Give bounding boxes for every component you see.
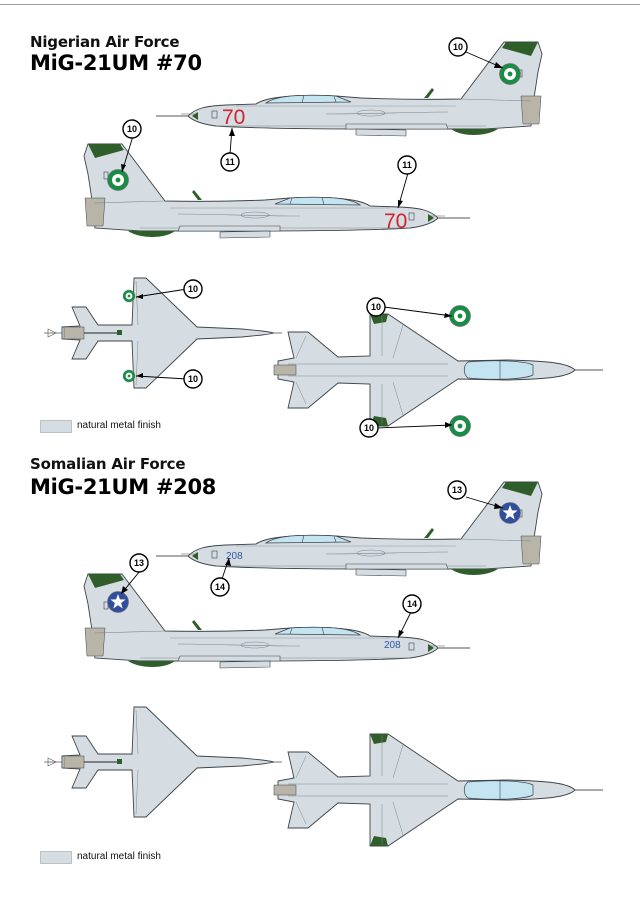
nigeria-roundel-icon bbox=[122, 289, 136, 303]
serial-marking: 208 bbox=[384, 640, 401, 651]
callout-number: 10 bbox=[188, 284, 198, 294]
top-rule bbox=[0, 4, 640, 5]
nigeria-side-view-left: 70 bbox=[83, 143, 471, 239]
nigeria-roundel-icon bbox=[449, 415, 471, 437]
callout-number: 14 bbox=[407, 599, 417, 609]
nigeria-top-view bbox=[43, 277, 283, 389]
somalia-side-view-left: 208 bbox=[83, 573, 471, 669]
serial-marking: 70 bbox=[222, 106, 245, 129]
callout-marker-roundel: 10 bbox=[122, 119, 142, 139]
callout-marker-roundel: 10 bbox=[359, 418, 379, 438]
somalia-star-roundel-icon bbox=[107, 591, 129, 613]
somalia-side-view-right: 208 bbox=[155, 481, 543, 577]
legend-swatch bbox=[40, 851, 72, 864]
callout-marker-serial: 11 bbox=[397, 155, 417, 175]
legend-label: natural metal finish bbox=[77, 851, 161, 862]
callout-marker-serial: 14 bbox=[402, 594, 422, 614]
nigeria-roundel-icon bbox=[107, 169, 129, 191]
callout-number: 13 bbox=[134, 558, 144, 568]
somalia-top-view bbox=[43, 706, 283, 818]
section-1-model-title: MiG-21UM #70 bbox=[30, 51, 202, 75]
callout-marker-roundel: 10 bbox=[183, 279, 203, 299]
callout-arrowheads-2 bbox=[121, 503, 503, 638]
nigeria-roundel-icon bbox=[499, 63, 521, 85]
callout-number: 13 bbox=[452, 485, 462, 495]
callout-number: 11 bbox=[225, 157, 235, 167]
nigeria-roundel-icon bbox=[122, 369, 136, 383]
serial-marking: 70 bbox=[384, 210, 407, 233]
callout-number: 10 bbox=[188, 374, 198, 384]
callout-number: 10 bbox=[364, 423, 374, 433]
callout-number: 10 bbox=[453, 42, 463, 52]
callout-marker-roundel: 10 bbox=[183, 369, 203, 389]
callout-number: 14 bbox=[215, 582, 225, 592]
callout-number: 11 bbox=[402, 160, 412, 170]
callout-marker-roundel: 13 bbox=[129, 553, 149, 573]
nigeria-bottom-view bbox=[273, 305, 604, 437]
callout-marker-roundel: 10 bbox=[448, 37, 468, 57]
section-2-model-title: MiG-21UM #208 bbox=[30, 475, 217, 499]
callout-marker-serial: 11 bbox=[220, 152, 240, 172]
callout-marker-roundel: 10 bbox=[366, 297, 386, 317]
callout-number: 10 bbox=[127, 124, 137, 134]
nigeria-side-view-right: 70 bbox=[155, 41, 543, 137]
somalia-star-roundel-icon bbox=[499, 502, 521, 524]
nigeria-roundel-icon bbox=[449, 305, 471, 327]
section-1-force-title: Nigerian Air Force bbox=[30, 33, 180, 51]
legend-label: natural metal finish bbox=[77, 420, 161, 431]
section-2-force-title: Somalian Air Force bbox=[30, 455, 186, 473]
callout-marker-roundel: 13 bbox=[447, 480, 467, 500]
callout-marker-serial: 14 bbox=[210, 577, 230, 597]
serial-marking: 208 bbox=[226, 551, 243, 562]
callout-number: 10 bbox=[371, 302, 381, 312]
somalia-bottom-view bbox=[273, 733, 604, 847]
legend-swatch bbox=[40, 420, 72, 433]
callout-arrowheads-1 bbox=[121, 62, 503, 428]
